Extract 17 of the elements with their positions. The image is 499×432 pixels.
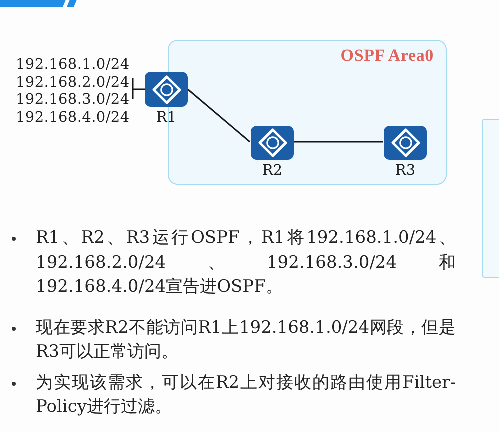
network-address: 192.168.4.0/24 xyxy=(16,110,130,127)
network-address: 192.168.2.0/24 xyxy=(16,74,130,92)
router-icon xyxy=(145,72,188,107)
router-label: R1 xyxy=(155,110,178,127)
router-label: R3 xyxy=(394,163,417,180)
bullet-text: 为实现该需求，可以在R2上对接收的路由使用Filter-Policy进行过滤。 xyxy=(36,372,456,419)
connection-line xyxy=(188,88,250,143)
network-address: 192.168.3.0/24 xyxy=(16,92,130,110)
network-address: 192.168.1.0/24 xyxy=(16,57,130,74)
connection-line xyxy=(293,141,383,143)
router-icon xyxy=(384,126,427,160)
connection-line xyxy=(132,78,146,100)
area-title: OSPF Area0 xyxy=(340,45,434,67)
router-label: R2 xyxy=(261,163,284,180)
bullet-text: R1、R2、R3运行OSPF，R1将192.168.1.0/24、192.168.2.0/24、192.168.3.0/24和192.168.4.0/24宣告进OSPF。 xyxy=(36,227,456,299)
router-icon xyxy=(251,126,294,160)
bullet-text: 现在要求R2不能访问R1上192.168.1.0/24网段，但是R3可以正常访问。 xyxy=(36,316,456,364)
